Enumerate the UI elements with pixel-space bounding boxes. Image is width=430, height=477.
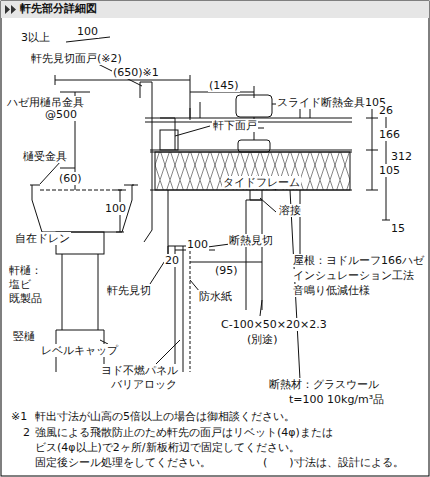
- drawing-label: 樋受金具: [22, 150, 68, 163]
- drawing-label: 20: [164, 254, 180, 267]
- note-text: 2: [22, 426, 31, 439]
- drawing-label: 既製品: [8, 292, 43, 305]
- drawing-label: 軒下面戸: [212, 119, 258, 132]
- drawing-label: (別途): [246, 333, 279, 346]
- drawing-label: t=100 10kg/m³品: [288, 393, 385, 406]
- drawing-label: 15: [390, 222, 406, 235]
- drawing-label: レベルキャップ: [40, 344, 119, 357]
- drawing-label: 166: [378, 128, 401, 141]
- drawing-label: スライド断熱金具105: [276, 96, 387, 109]
- note-text: 固定後シール処理をしてください。: [34, 456, 212, 469]
- drawing-label: (60): [58, 172, 83, 185]
- drawing-label: C-100×50×20×2.3: [220, 318, 328, 331]
- note-text: ( )寸法は、設計による。: [262, 456, 405, 469]
- drawing-label: (650)※1: [112, 66, 160, 79]
- note-text: 軒出寸法が山高の5倍以上の場合は御相談ください。: [34, 410, 296, 423]
- drawing-label: 音鳴り低減仕様: [292, 284, 371, 297]
- drawing-label: (145): [208, 79, 240, 92]
- drawing-label: 軒先見切面戸(※2): [30, 52, 123, 65]
- drawing-label: 断熱材：グラスウール: [268, 378, 380, 391]
- drawing-label: ヨド不燃パネル: [100, 364, 179, 377]
- drawing-label: 105: [378, 164, 401, 177]
- drawing-label: 100: [76, 25, 99, 38]
- drawing-label: 屋根：ヨドルーフ166ハゼ: [292, 254, 425, 267]
- drawing-label: 軒先見切: [106, 284, 152, 297]
- drawing-label: 3以上: [20, 31, 51, 44]
- drawing-label: 防水紙: [198, 290, 233, 303]
- drawing-label: 312: [390, 150, 413, 163]
- drawing-label: タイドフレーム: [222, 176, 301, 189]
- drawing-label: 塩ビ: [8, 278, 32, 291]
- drawing-label: 26: [378, 104, 394, 117]
- note-text: ビス(4φ以上)で2ヶ所/新板桁辺で固定してください。: [34, 441, 301, 454]
- drawing-label: 溶接: [278, 204, 302, 217]
- drawing-label: 断熱見切: [228, 234, 274, 247]
- note-text: ※1: [10, 410, 28, 423]
- drawing-label: @500: [44, 108, 78, 121]
- drawing-label: バリアロック: [110, 378, 178, 391]
- drawing-label: 軒樋：: [8, 264, 43, 277]
- drawing-label: 竪樋: [12, 330, 36, 343]
- drawing-label: 100: [186, 238, 209, 251]
- drawing-label: 自在ドレン: [14, 232, 71, 245]
- drawing-title: 軒先部分詳細図: [20, 2, 97, 16]
- drawing-label: インシュレーション工法: [292, 269, 415, 282]
- drawing-label: (95): [214, 264, 239, 277]
- drawing-label: 100: [104, 202, 127, 215]
- note-text: 強風による飛散防止のため軒先の面戸はリベット(4φ)または: [34, 426, 334, 439]
